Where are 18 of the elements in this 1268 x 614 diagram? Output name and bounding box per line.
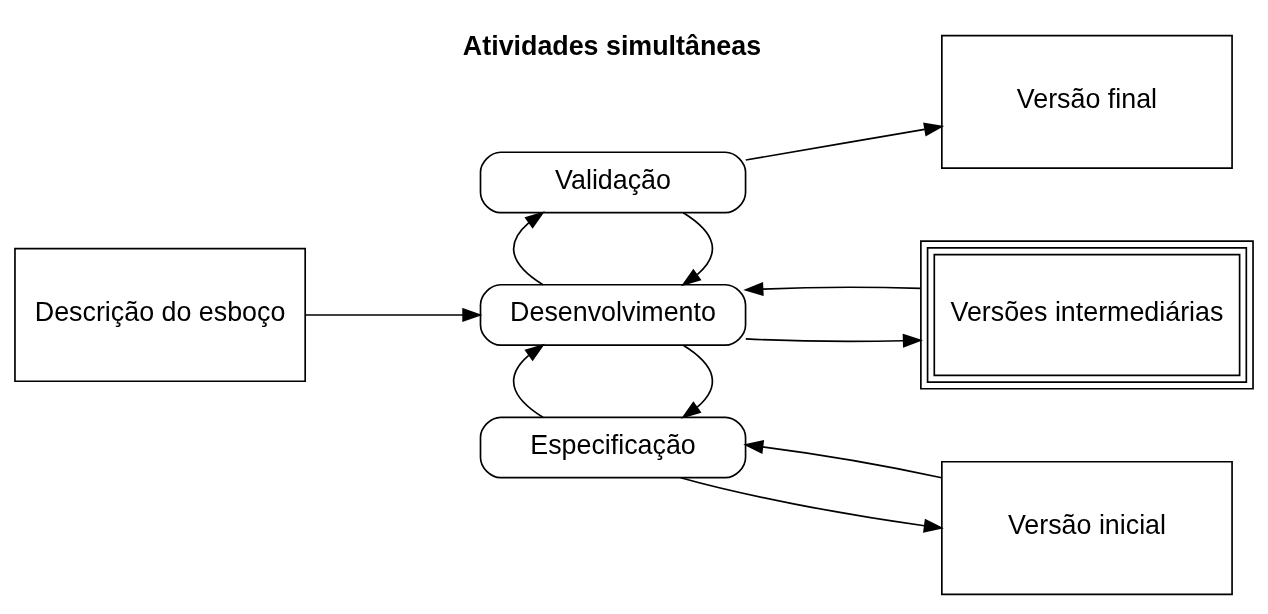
arrow (743, 440, 943, 479)
arrow (744, 333, 923, 348)
node-box: Desenvolvimento (479, 283, 747, 346)
node-box: Descrição do esboço (14, 247, 307, 383)
node-box: Versão final (941, 34, 1233, 169)
node-box: Especificação (479, 416, 747, 479)
arrow (679, 476, 944, 533)
arrow (744, 122, 945, 161)
arrow (681, 211, 714, 287)
arrow (512, 211, 545, 286)
arrow (743, 281, 922, 297)
node-box: Versões intermediárias (920, 240, 1254, 390)
node-box: Validação (479, 151, 747, 214)
arrow (512, 343, 545, 419)
label: Atividades simultâneas (462, 30, 762, 61)
node-box: Versão inicial (941, 460, 1233, 596)
arrow (304, 307, 483, 323)
arrow (681, 344, 714, 419)
